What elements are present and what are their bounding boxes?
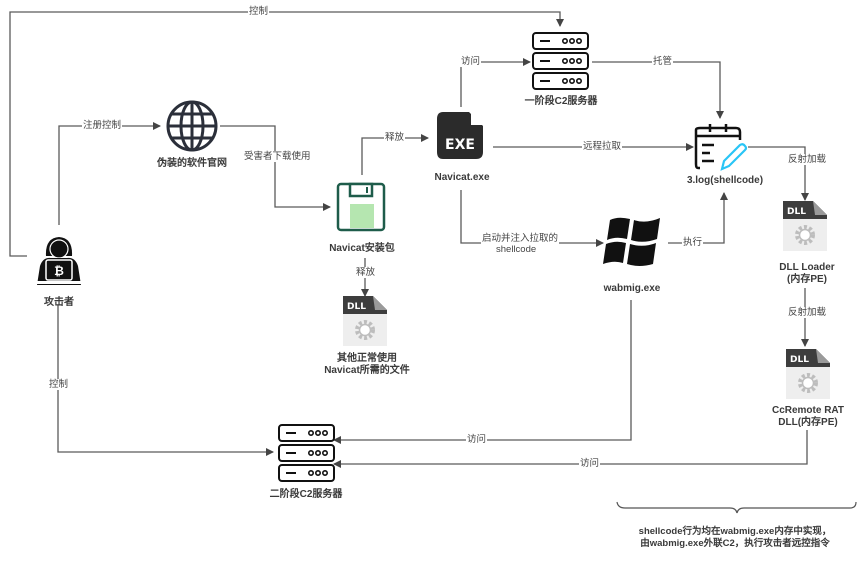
dll-file-icon: DLL bbox=[786, 349, 830, 399]
edge-installer-to-exe bbox=[361, 134, 429, 175]
edge-label-exe-to-wabmig-2: shellcode bbox=[495, 244, 538, 255]
node-label-other-files-2: Navicat所需的文件 bbox=[324, 365, 410, 376]
edge-label-installer-to-files: 释放 bbox=[355, 267, 377, 278]
dll-icon-text: DLL bbox=[787, 207, 806, 217]
edge-stage1-to-log bbox=[592, 61, 724, 119]
node-label-wabmig: wabmig.exe bbox=[603, 283, 661, 294]
node-label-ccremote-1: CcRemote RAT bbox=[771, 405, 845, 416]
edge-label-log-to-loader: 反射加载 bbox=[787, 154, 828, 165]
node-label-fake-site: 伪装的软件官网 bbox=[157, 158, 227, 169]
edge-attacker-to-stage2 bbox=[57, 305, 274, 456]
dll-icon-text: DLL bbox=[790, 355, 809, 365]
gear-icon bbox=[795, 225, 815, 245]
dll-file-icon: DLL bbox=[343, 296, 387, 346]
edge-attacker-to-site bbox=[58, 122, 161, 225]
edge-label-attacker-to-site: 注册控制 bbox=[82, 120, 123, 131]
edge-label-installer-to-exe: 释放 bbox=[384, 132, 406, 143]
svg-text:₿: ₿ bbox=[54, 264, 64, 278]
edge-label-exe-to-stage1: 访问 bbox=[460, 56, 482, 67]
edge-site-to-installer bbox=[220, 125, 331, 211]
note-text-line1: shellcode行为均在wabmig.exe内存中实现， bbox=[638, 526, 832, 537]
node-label-stage1-c2: 一阶段C2服务器 bbox=[524, 96, 598, 107]
note-brace bbox=[616, 501, 857, 514]
edge-wabmig-to-stage2 bbox=[333, 300, 632, 444]
floppy-disk-icon bbox=[336, 182, 386, 232]
edge-log-to-loader bbox=[748, 146, 809, 201]
dll-file-icon: DLL bbox=[783, 201, 827, 251]
node-label-attacker: 攻击者 bbox=[44, 297, 74, 308]
dll-icon-text: DLL bbox=[347, 302, 366, 312]
edge-label-exe-to-wabmig-1: 启动并注入拉取的 bbox=[481, 233, 560, 244]
globe-icon bbox=[166, 100, 218, 152]
node-label-installer: Navicat安装包 bbox=[329, 243, 395, 254]
server-icon bbox=[278, 424, 335, 482]
gear-icon bbox=[355, 320, 375, 340]
node-label-navicat-exe: Navicat.exe bbox=[434, 172, 490, 183]
exe-file-icon: EXE bbox=[437, 112, 483, 159]
gear-icon bbox=[798, 373, 818, 393]
edge-label-stage1-to-log: 托管 bbox=[652, 56, 674, 67]
windows-logo-icon bbox=[603, 217, 660, 266]
edge-label-wabmig-to-stage2: 访问 bbox=[466, 434, 488, 445]
edge-label-loader-to-rat: 反射加载 bbox=[787, 307, 828, 318]
edge-label-site-to-installer: 受害者下载使用 bbox=[243, 151, 312, 162]
note-text-line2: 由wabmig.exe外联C2，执行攻击者远控指令 bbox=[640, 538, 830, 549]
edge-attacker-to-stage1 bbox=[9, 11, 564, 257]
edge-label-exe-to-log: 远程拉取 bbox=[582, 141, 623, 152]
node-label-other-files-1: 其他正常使用 bbox=[337, 353, 397, 364]
edge-label-attacker-to-stage2: 控制 bbox=[48, 379, 70, 390]
edge-label-attacker-to-stage1: 控制 bbox=[248, 6, 270, 17]
node-label-dll-loader-1: DLL Loader bbox=[779, 262, 835, 273]
hacker-icon: ₿ bbox=[37, 237, 81, 285]
notepad-edit-icon bbox=[694, 124, 748, 171]
edge-wabmig-to-log bbox=[668, 192, 728, 244]
node-label-stage2-c2: 二阶段C2服务器 bbox=[269, 489, 343, 500]
node-label-ccremote-2: DLL(内存PE) bbox=[778, 417, 838, 428]
server-icon bbox=[532, 32, 589, 90]
edge-rat-to-stage2 bbox=[333, 430, 808, 468]
edge-label-wabmig-to-log: 执行 bbox=[682, 237, 704, 248]
node-label-dll-loader-2: (内存PE) bbox=[787, 274, 827, 285]
edge-label-rat-to-stage2: 访问 bbox=[579, 458, 601, 469]
node-label-log-file: 3.log(shellcode) bbox=[686, 175, 764, 186]
exe-icon-text: EXE bbox=[445, 137, 475, 153]
